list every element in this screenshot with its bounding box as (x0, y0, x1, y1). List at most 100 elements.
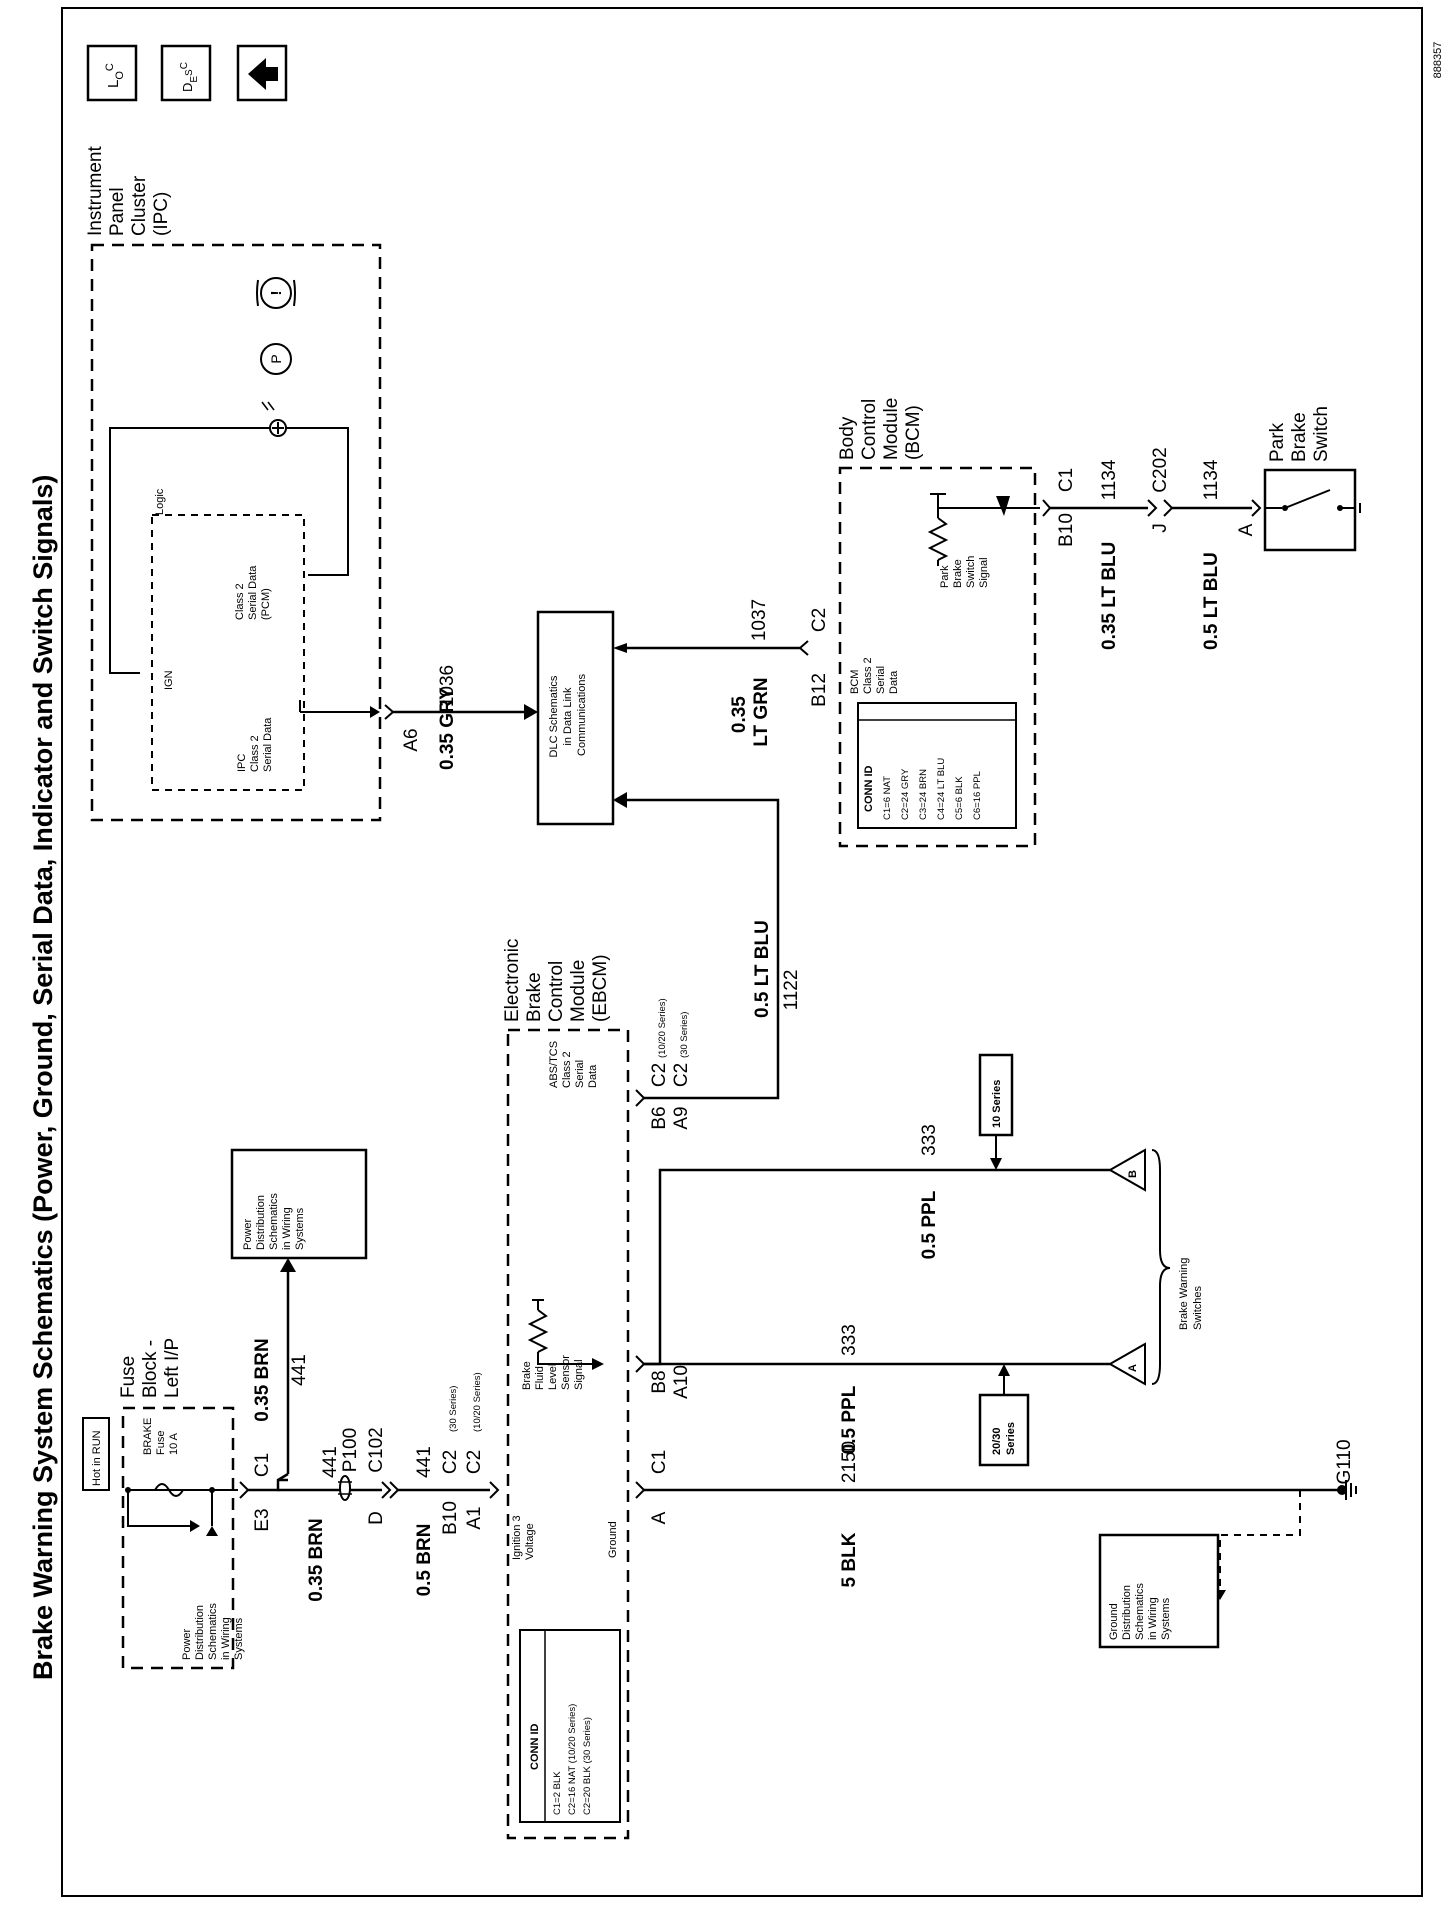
park-indicator-icon: P (260, 343, 292, 375)
ebcm-conn-id-table (519, 1629, 621, 1823)
svg-text:441: 441 (414, 1446, 435, 1478)
svg-text:IPC Class 2 Serial: IPC Class 2 Serial Data (236, 717, 274, 772)
svg-text:441: 441 (289, 1354, 310, 1386)
switch-connector-b-icon: B (1107, 1148, 1146, 1192)
svg-text:C1=6 NAT C2=24 GRY: C1=6 NAT C2=24 GRY C3=24 BRN C4=24 LT BL… (882, 755, 983, 820)
svg-text:10 Series: 10 Series (991, 1080, 1003, 1128)
svg-text:0.35 GRY: 0.35 GRY (437, 687, 458, 770)
svg-text:BCM Class 2 Serial: BCM Class 2 Serial Data (849, 654, 900, 694)
svg-text:A6: A6 (401, 728, 422, 751)
svg-text:DLC Schematics in Data L: DLC Schematics in Data Link Communicatio… (548, 673, 588, 758)
svg-text:B10: B10 (440, 1501, 461, 1535)
ground-g110-icon (1337, 1480, 1357, 1500)
svg-text:20/30 Series: 20/30 Series (991, 1422, 1017, 1455)
svg-text:333: 333 (919, 1124, 940, 1156)
svg-text:C2: C2 (464, 1450, 485, 1474)
doc-id: 888357 (1432, 42, 1444, 79)
svg-text:Power Distribution: Power Distribution Schematics in Wiring … (242, 1190, 306, 1250)
svg-text:C1: C1 (252, 1453, 273, 1477)
bcm-conn-id-table (857, 702, 1017, 829)
svg-text:0.5 PPL: 0.5 PPL (919, 1190, 940, 1259)
svg-text:!: ! (268, 291, 285, 296)
svg-text:P: P (268, 354, 284, 363)
svg-text:(10/20 Series): (10/20 Series) (657, 998, 668, 1058)
ground-distribution-box: Ground Distribution Schematics in Wiring… (1098, 1533, 1220, 1649)
svg-text:J: J (1150, 523, 1171, 533)
svg-text:CONN ID: CONN ID (863, 766, 875, 813)
svg-text:333: 333 (839, 1324, 860, 1356)
svg-text:2150: 2150 (839, 1441, 860, 1483)
svg-text:0.5 LT BLU: 0.5 LT BLU (752, 920, 773, 1018)
svg-text:D: D (366, 1511, 387, 1525)
svg-text:Brake Fluid Level: Brake Fluid Level Sensor Signal (521, 1352, 585, 1390)
svg-text:C1: C1 (1056, 468, 1077, 492)
svg-text:(30 Series): (30 Series) (679, 1012, 690, 1058)
svg-text:CONN ID: CONN ID (529, 1724, 541, 1771)
svg-text:C1: C1 (649, 1450, 670, 1474)
page-title: Brake Warning System Schematics (Power, … (28, 475, 58, 1680)
svg-text:C202: C202 (1150, 447, 1171, 492)
svg-text:A: A (1127, 1364, 1139, 1372)
svg-text:Ignition 3 Voltage: Ignition 3 Voltage (511, 1512, 536, 1560)
svg-text:Instrument Panel C: Instrument Panel Cluster (IPC) (85, 141, 172, 236)
svg-text:A: A (649, 1511, 670, 1524)
circuit-1122: B6 A9 C2 C2 (10/20 Series) (30 Series) 0… (613, 792, 802, 1130)
circuit-1134: C1 B10 1134 0.35 LT BLU C202 J 1134 0.5 … (1042, 447, 1262, 650)
svg-text:B: B (1127, 1170, 1139, 1178)
svg-text:0.5 PPL: 0.5 PPL (839, 1385, 860, 1454)
svg-text:A9: A9 (671, 1106, 692, 1129)
indicator-led-icon (261, 401, 287, 437)
ipc-ign-label: IGN (163, 670, 175, 690)
svg-text:1037: 1037 (749, 599, 770, 641)
svg-text:ABS/TCS Class 2 Se: ABS/TCS Class 2 Serial Data (548, 1038, 599, 1088)
brake-warning-indicator-icon: ! (256, 277, 296, 309)
svg-text:0.5 BRN: 0.5 BRN (414, 1524, 435, 1597)
circuit-333: B8 A10 333 0.5 PPL 333 0.5 PPL 10 Series… (635, 1053, 1204, 1467)
svg-text:B8: B8 (649, 1370, 670, 1393)
svg-text:C2: C2 (649, 1063, 670, 1087)
svg-text:Ground Distribution: Ground Distribution Schematics in Wiring… (1108, 1580, 1172, 1640)
svg-text:Fuse Block - Left: Fuse Block - Left I/P (118, 1335, 183, 1398)
svg-text:0.35 BRN: 0.35 BRN (252, 1338, 273, 1421)
svg-text:441: 441 (320, 1446, 341, 1478)
svg-text:C2: C2 (440, 1450, 461, 1474)
svg-text:Brake Warning Switches: Brake Warning Switches (1178, 1255, 1204, 1330)
svg-text:1122: 1122 (781, 970, 802, 1011)
svg-text:1134: 1134 (1201, 459, 1222, 500)
fuse-block: Fuse Block - Left I/P Hot in RUN BRAKE F… (82, 1335, 245, 1670)
svg-text:Hot in RUN: Hot in RUN (91, 1430, 103, 1486)
up-arrow-icon[interactable] (236, 44, 288, 102)
svg-text:G110: G110 (1334, 1439, 1355, 1484)
ipc-module: Instrument Panel Cluster (IPC) Logic IGN… (85, 141, 382, 822)
svg-text:C2: C2 (809, 608, 830, 632)
svg-text:0.5 LT BLU: 0.5 LT BLU (1201, 552, 1222, 650)
svg-text:Ground: Ground (607, 1521, 619, 1558)
svg-text:A1: A1 (464, 1506, 485, 1529)
svg-text:DESC: DESC (179, 62, 200, 92)
svg-text:E3: E3 (252, 1508, 273, 1531)
loc-icon[interactable]: LOC (86, 44, 138, 102)
svg-text:B10: B10 (1056, 513, 1077, 547)
series-2030-box: 20/30 Series (978, 1393, 1030, 1467)
power-distribution-box: Power Distribution Schematics in Wiring … (230, 1148, 368, 1260)
ipc-logic-label: Logic (154, 488, 166, 515)
svg-text:C2: C2 (671, 1063, 692, 1087)
desc-icon[interactable]: DESC (160, 44, 212, 102)
svg-text:1036: 1036 (437, 665, 458, 707)
svg-text:0.35 LT GRN: 0.35 LT GRN (729, 677, 772, 746)
bcm-module: Body Control Module (BCM) BCM Class 2 Se… (837, 392, 1040, 848)
page-frame (61, 7, 1423, 1897)
svg-text:(10/20 Series): (10/20 Series) (472, 1372, 483, 1432)
park-brake-switch: Park Brake Switch (1263, 406, 1361, 552)
circuit-1037: 1037 C2 B12 0.35 LT GRN (613, 599, 830, 747)
svg-text:C102: C102 (366, 1427, 387, 1472)
circuit-2150: A C1 2150 5 BLK G110 (635, 1439, 1357, 1600)
svg-text:BRAKE Fuse 10 A: BRAKE Fuse 10 A (142, 1415, 180, 1455)
fuse-icon (154, 1483, 184, 1497)
svg-text:B12: B12 (809, 673, 830, 707)
svg-text:Body Control Modul: Body Control Module (BCM) (837, 392, 924, 460)
svg-text:Power Distribution: Power Distribution Schematics in Wiring … (181, 1600, 245, 1660)
svg-text:Class 2 Serial Data: Class 2 Serial Data (PCM) (234, 563, 272, 620)
svg-text:1134: 1134 (1099, 459, 1120, 500)
